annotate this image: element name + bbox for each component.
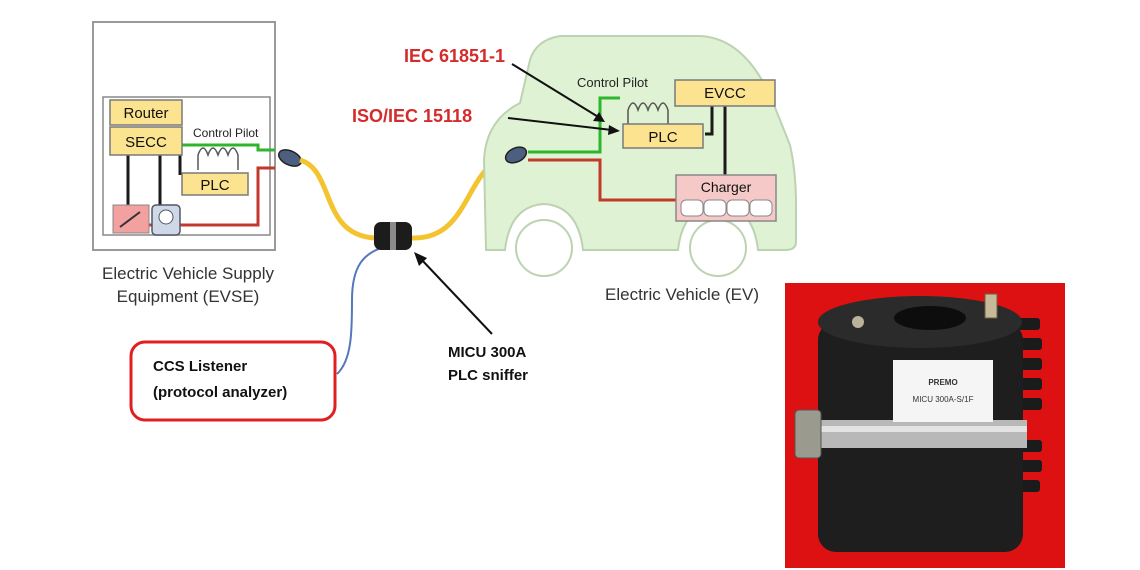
sniffer-arrow [419,257,493,335]
ev-control-pilot-coil [627,102,669,113]
ev-wire-black-plc-evcc [705,106,714,136]
product-label-sticker [893,360,993,422]
secc-box [109,126,183,156]
evcc-label: EVCC [704,85,746,102]
ccs-listener-line2: (protocol analyzer) [153,384,287,401]
heatsink-fin [1018,338,1042,350]
evcc-box [674,79,776,107]
heatsink-fin [1018,460,1042,472]
ev-wheel-rear [689,219,747,277]
micu-sniffer-clamp [390,222,396,250]
iec-arrowhead [593,112,605,122]
heatsink-fin [1018,398,1042,410]
iec-arrow [511,63,601,119]
battery-cell [749,199,773,217]
product-model-text: MICU 300A-S/1F [913,395,974,404]
heatsink-fin [1018,318,1040,330]
heatsink-fin [1018,358,1042,370]
product-metal-band-highlight [812,426,1027,432]
evse-connector [277,149,303,167]
ev-control-pilot-label: Control Pilot [577,75,648,90]
heatsink-fin [1018,378,1042,390]
battery-cells [680,199,773,217]
iec-standard-label: IEC 61851-1 [404,46,505,66]
evse-control-pilot-label: Control Pilot [193,126,259,140]
ev-plc-box [622,123,704,149]
ev-caption: Electric Vehicle (EV) [605,285,759,304]
router-label: Router [123,105,168,122]
secc-label: SECC [125,134,167,151]
product-brand-text: PREMO [928,378,957,387]
evse-charging-cable [299,157,376,241]
ev-wire-green [528,96,620,154]
ev-wheel-front [515,219,573,277]
battery-cell [726,199,750,217]
product-latch [794,409,822,459]
battery-cell [680,199,704,217]
product-metal-band [812,420,1027,448]
energy-meter-dial [158,209,174,225]
ccs-listener-line1: CCS Listener [153,358,247,375]
listener-blue-cable [336,245,389,375]
sniffer-label-line1: MICU 300A [448,344,527,361]
ev-plc-label: PLC [648,129,677,146]
charger-label: Charger [701,179,752,195]
ccs-listener-box [129,340,337,422]
product-top-hole [894,306,966,330]
evse-caption-line1: Electric Vehicle Supply [102,264,274,283]
micu-product-photo: PREMO MICU 300A-S/1F [785,283,1065,568]
evse-caption-line2: Equipment (EVSE) [117,287,260,306]
iso-arrowhead [608,125,620,135]
sniffer-label-line2: PLC sniffer [448,367,528,384]
product-top-screw [852,316,864,328]
sniffer-arrowhead [414,252,427,266]
evse-plc-box [181,172,249,196]
router-box [109,99,183,126]
iso-standard-label: ISO/IEC 15118 [352,106,472,126]
product-heatsink [1018,318,1042,492]
ev-inlet-connector [504,146,528,164]
evse-wire-red [150,166,275,227]
iso-arrow [507,117,613,131]
breaker-switch-lever [119,211,141,228]
heatsink-fin [1018,480,1040,492]
evse-plc-label: PLC [200,177,229,194]
product-antenna-connector [984,293,998,319]
ev-wire-red [528,158,680,202]
evse-control-pilot-coil [197,147,239,158]
battery-cell [703,199,727,217]
